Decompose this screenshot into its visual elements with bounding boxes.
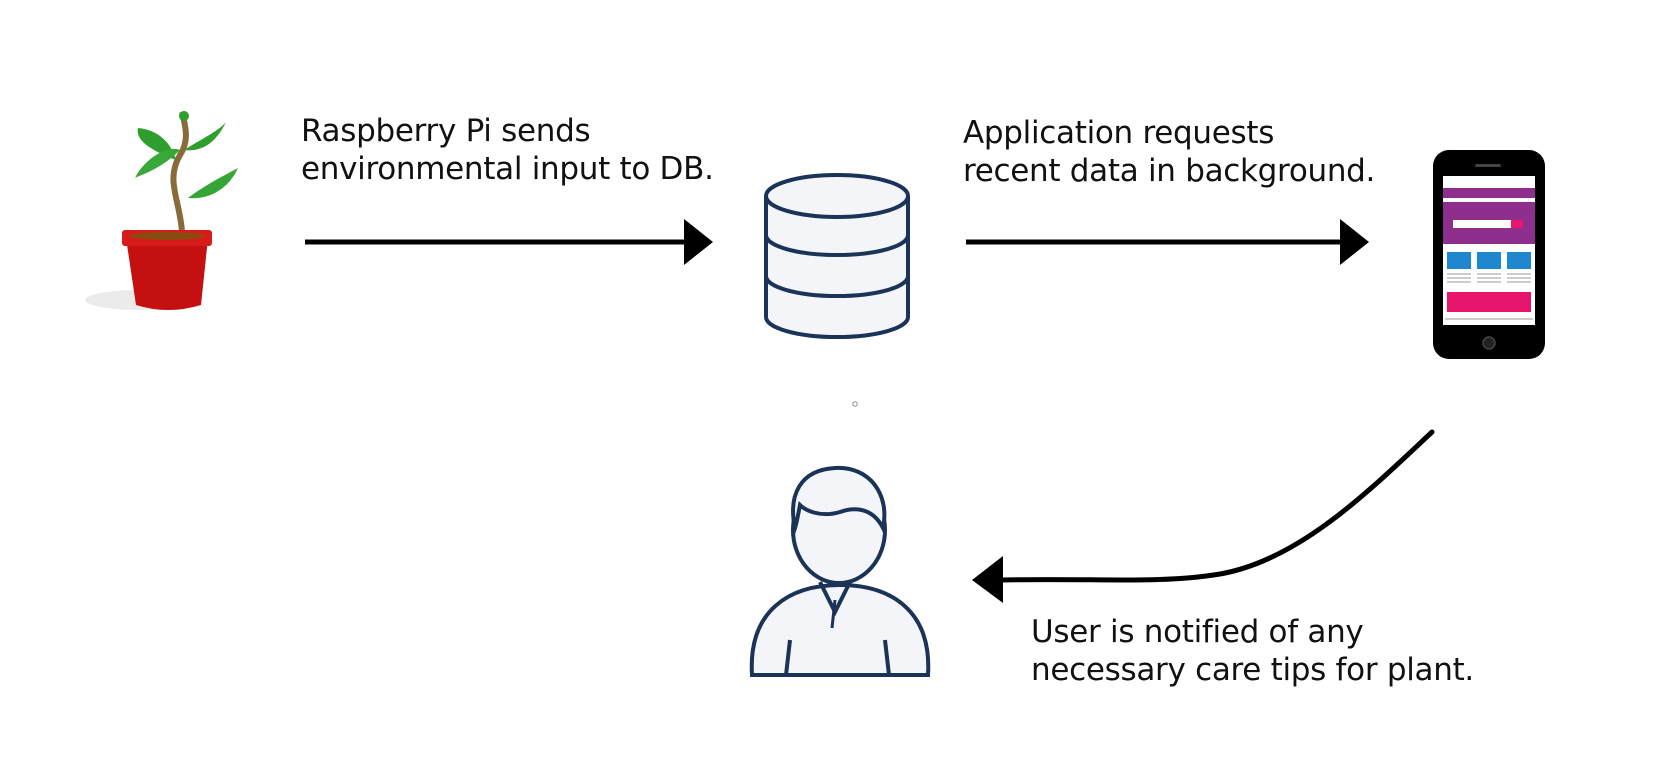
label-line: Raspberry Pi sends	[301, 113, 591, 149]
label-line: necessary care tips for plant.	[1031, 652, 1474, 688]
database-icon	[764, 173, 910, 339]
label-line: User is notified of any	[1031, 614, 1364, 650]
arrow-pi-to-db	[305, 219, 713, 265]
label-line: environmental input to DB.	[301, 151, 714, 187]
dot-mark	[852, 401, 858, 407]
step-label-user-notified: User is notified of any necessary care t…	[1031, 613, 1474, 689]
label-line: recent data in background.	[963, 153, 1376, 189]
plant-pot-icon	[85, 111, 238, 310]
smartphone-icon	[1433, 150, 1545, 359]
step-label-pi-to-db: Raspberry Pi sends environmental input t…	[301, 112, 714, 188]
label-line: Application requests	[963, 115, 1275, 151]
arrow-db-to-app	[966, 219, 1369, 265]
user-icon	[749, 465, 931, 677]
arrow-app-to-user	[972, 429, 1435, 603]
step-label-app-requests: Application requests recent data in back…	[963, 114, 1375, 190]
